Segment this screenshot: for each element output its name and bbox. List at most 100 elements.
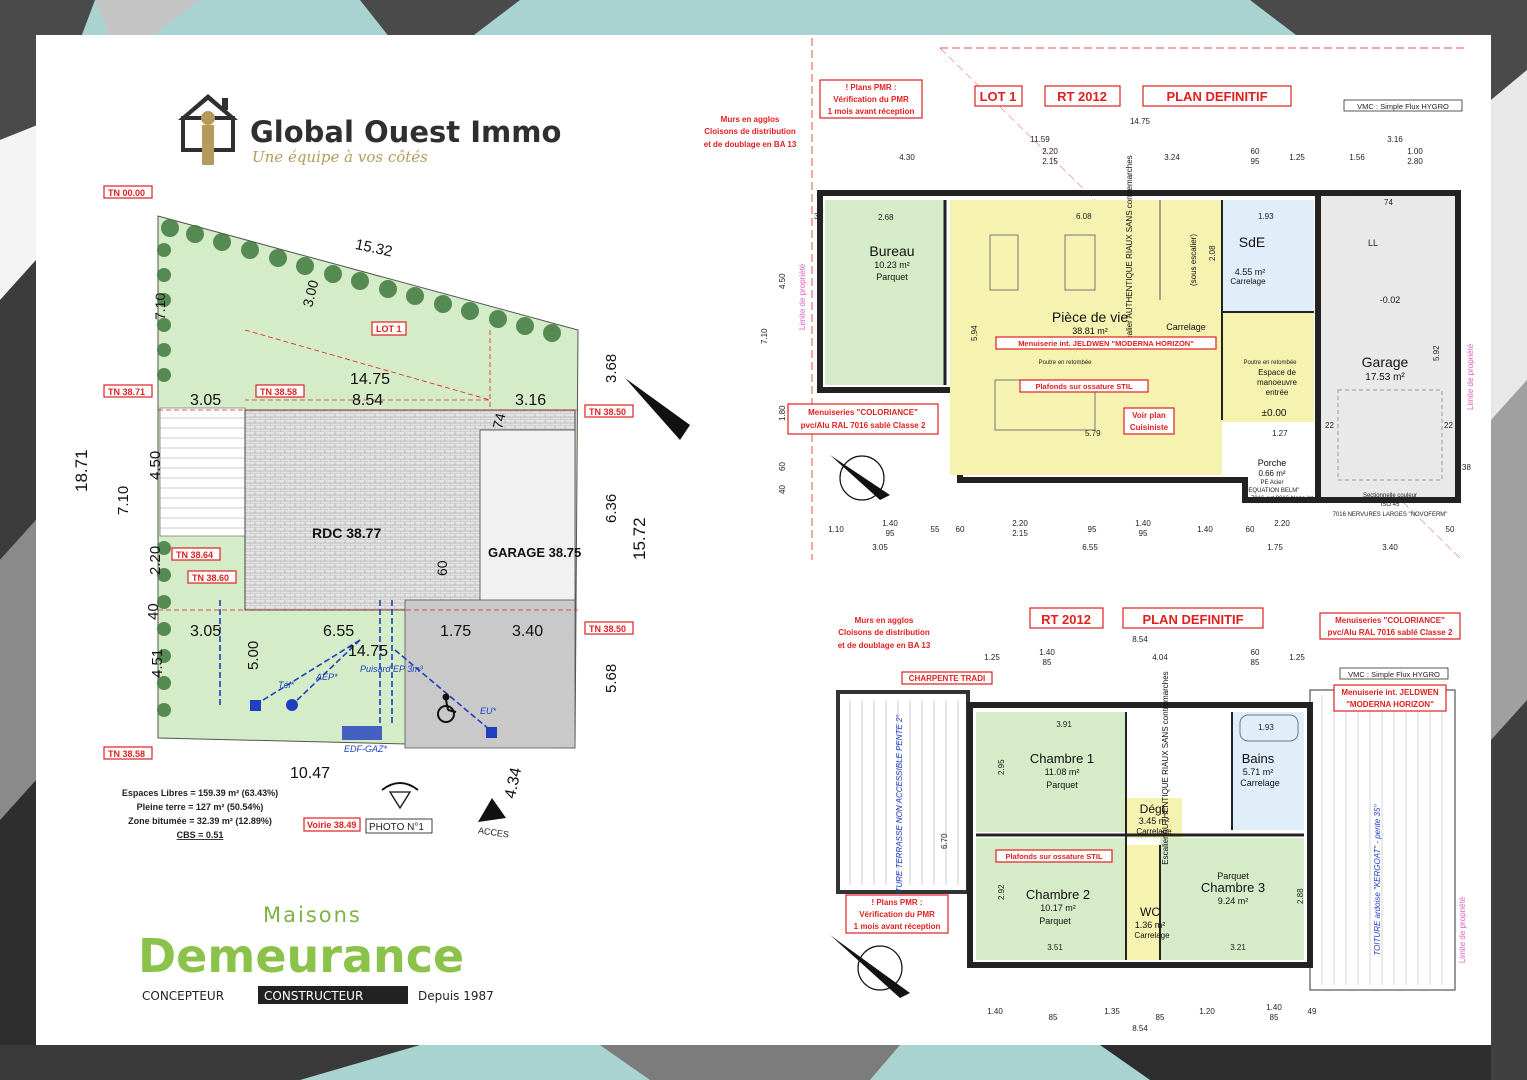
site-dim: 3.40 [512, 623, 543, 640]
rdc-dim-inner: 2.68 [878, 213, 894, 222]
room-floor: Carrelage [1240, 778, 1280, 788]
rdc-dim-inner: 74 [1384, 198, 1393, 207]
rdc-dim-top: 1.25 [1289, 153, 1305, 162]
tn-tag: TN 38.64 [176, 550, 213, 560]
stair-label: Escalier AUTHENTIQUE RIAUX SANS contrema… [1161, 671, 1170, 864]
rdc-coloriance: pvc/Alu RAL 7016 sablé Classe 2 [801, 421, 926, 430]
edf-gaz-box-icon [342, 726, 382, 740]
etage-dim-top: 60 [1251, 648, 1260, 657]
murs-line: Cloisons de distribution [704, 127, 796, 136]
rdc-note: PAC SUR CHAISE [1330, 191, 1380, 197]
toiture-label: TOITURE ardoise "KERGOAT" - pente 35° [1373, 804, 1382, 956]
rdc-dim-left: 60 [778, 462, 787, 471]
rdc-dim-inner: 38 [814, 212, 823, 221]
entree-line: Espace de [1258, 368, 1296, 377]
site-dim: 6.55 [323, 623, 354, 640]
etage-dim-bottom: 1.40 [1266, 1003, 1282, 1012]
etage-dim-top: 8.54 [1132, 635, 1148, 644]
rdc-dim-top: 2.15 [1042, 157, 1058, 166]
murs-line: Murs en agglos [721, 115, 780, 124]
ll-label: LL [1368, 238, 1378, 248]
site-dim: 8.54 [352, 392, 383, 409]
tel-box-icon [250, 700, 261, 711]
etage-charpente: CHARPENTE TRADI [909, 674, 985, 683]
rdc-dim-bottom: 1.75 [1267, 543, 1283, 552]
builder-line2: Demeurance [138, 929, 464, 983]
rdc-dim-top: 2.80 [1407, 157, 1423, 166]
etage-dim-bottom: 1.20 [1199, 1007, 1215, 1016]
lot-tag: LOT 1 [376, 324, 402, 334]
rdc-dim-left: 4.50 [778, 273, 787, 289]
site-dim: 40 [145, 603, 162, 620]
stat-espaces: Espaces Libres = 159.39 m² (63.43%) [122, 788, 278, 798]
etage-dim-bottom: 1.35 [1104, 1007, 1120, 1016]
photo-viewpoint-icon [381, 782, 506, 822]
rdc-dim-inner: 1.27 [1272, 429, 1288, 438]
garage-label: GARAGE 38.75 [488, 545, 581, 560]
room-name: Chambre 2 [1026, 887, 1090, 902]
etage-dim-bottom: 8.54 [1132, 1024, 1148, 1033]
etage-vmc: VMC : Simple Flux HYGRO [1348, 670, 1440, 679]
rdc-dim-top: 2.20 [1042, 147, 1058, 156]
stair-label: Escalier AUTHENTIQUE RIAUX SANS contrema… [1125, 155, 1134, 348]
rdc-dim-inner: 38 [1462, 463, 1471, 472]
etage-dim-top: 85 [1251, 658, 1260, 667]
room-name: Dégt. [1140, 802, 1169, 816]
rdc-dim-bottom: 95 [886, 529, 895, 538]
room-name: Garage [1362, 354, 1409, 370]
entree-line: manoeuvre [1257, 378, 1298, 387]
tn-tag: TN 38.58 [260, 387, 297, 397]
pmr-line: Vérification du PMR [833, 95, 909, 104]
etage-plan: 8.54 1.25 1.40 85 4.04 60 85 1.25 1.40 8… [830, 607, 1467, 1033]
pmr-line: 1 mois avant réception [828, 107, 915, 116]
tn-tags: TN 00.00 TN 38.71 TN 38.58 TN 38.50 TN 3… [103, 185, 634, 834]
builder-depuis: Depuis 1987 [418, 989, 494, 1003]
rdc-dim-top: 95 [1251, 157, 1260, 166]
eu-box-icon [486, 727, 497, 738]
room-name: WC [1140, 905, 1160, 919]
site-dim: 18.71 [72, 449, 91, 492]
etage-dim-inner: 2.92 [997, 884, 1006, 900]
stat-pleine-terre: Pleine terre = 127 m² (50.54%) [137, 802, 264, 812]
brand-name: Global Ouest Immo [250, 115, 561, 149]
wheelchair-icon [437, 693, 457, 723]
etage-dim-top: 1.25 [984, 653, 1000, 662]
rdc-dim-bottom: 95 [1139, 529, 1148, 538]
etage-dim-bottom: 85 [1270, 1013, 1279, 1022]
rdc-dim-bottom: 1.10 [828, 525, 844, 534]
tn-tag: TN 38.50 [589, 407, 626, 417]
north-arrow-icon [625, 378, 690, 440]
builder-logo: Maisons Demeurance CONCEPTEUR CONSTRUCTE… [138, 903, 494, 1004]
rdc-dim-inner: 22 [1325, 421, 1334, 430]
room-area: 11.08 m² [1045, 767, 1080, 777]
rdc-dim-inner: 6.08 [1076, 212, 1092, 221]
murs-line: Murs en agglos [855, 616, 914, 625]
rdc-note: 7016 ext 9016 blanc int [1251, 496, 1313, 502]
room-name: Pièce de vie [1052, 309, 1128, 325]
etage-dim-inner: 2.88 [1296, 888, 1305, 904]
rdc-note: Sectionnelle couleur [1363, 493, 1417, 499]
rdc-dim-top: 3.24 [1164, 153, 1180, 162]
room-floor: Parquet [876, 272, 908, 282]
etage-rt-title: RT 2012 [1041, 612, 1091, 627]
room-level: ±0.00 [1262, 408, 1287, 419]
room-name: Bureau [869, 243, 914, 259]
entree-line: entrée [1266, 388, 1289, 397]
etage-dim-inner: 6.70 [940, 833, 949, 849]
etage-coloriance: pvc/Alu RAL 7016 sablé Classe 2 [1328, 628, 1453, 637]
photo-tag: PHOTO N°1 [369, 822, 424, 833]
rdc-dim-top: 60 [1251, 147, 1260, 156]
rdc-dim-left: 40 [778, 485, 787, 494]
rdc-label: RDC 38.77 [312, 525, 381, 541]
rdc-dim-top: 3.16 [1387, 135, 1403, 144]
site-dim: 1.75 [440, 623, 471, 640]
rdc-dim-bottom: 1.40 [1135, 519, 1151, 528]
room-level: -0.02 [1380, 295, 1401, 305]
tel-label: Tél* [278, 680, 295, 690]
tn-tag: TN 38.71 [108, 387, 145, 397]
site-dim: 2.20 [147, 546, 164, 575]
site-dim: 3.16 [515, 392, 546, 409]
murs-line: et de doublage en BA 13 [838, 641, 931, 650]
site-dim: 15.72 [630, 517, 649, 560]
rdc-dim-top: 14.75 [1130, 117, 1151, 126]
